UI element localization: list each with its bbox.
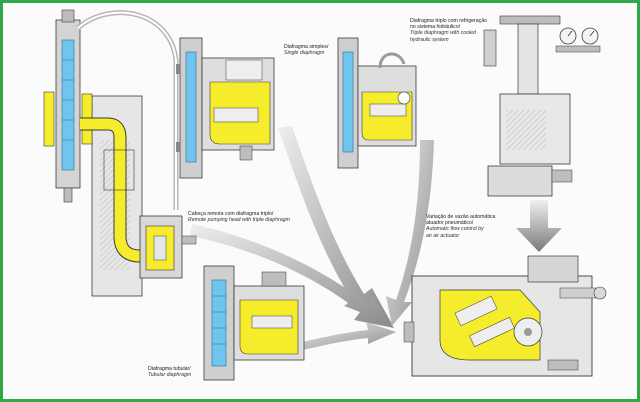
arrow-from-actuator [516,200,562,252]
triple-diaphragm-cooled-pump [337,37,417,169]
label-remote-pt: Cabeça remota com diafragma triplo/ [188,211,274,217]
label-triple-cooled: Diafragma triplo com refrigeração no sis… [410,18,487,43]
label-single-pt: Diafragma simples/ [284,44,329,50]
flow-arrows [190,126,562,352]
label-flow-pt2: atuador pneumático/ [426,220,474,227]
arrow-from-remote-head [190,224,394,328]
tubular-diaphragm-pump [203,265,305,381]
flow-control-mechanism [403,255,607,377]
label-tubular-diaphragm: Diafragma tubular/ Tubular diaphragm [148,366,191,378]
label-remote-head: Cabeça remota com diafragma triplo/ Remo… [188,211,290,223]
label-triple-cooled-pt2: no sistema hidráulico/ [410,24,461,31]
arrow-from-triple-cooled [386,140,434,326]
arrow-from-tubular [292,322,396,352]
label-single-diaphragm: Diafragma simples/ Single diaphragm [284,44,328,56]
label-flow-en2: an air actuator [426,232,460,239]
label-flow-pt1: Variação de vazão automática [426,214,496,220]
label-triple-cooled-en2: hydraulic system [410,36,449,43]
single-diaphragm-pump [176,37,275,179]
label-tubular-pt: Diafragma tubular/ [148,366,191,372]
arrow-from-single-diaphragm [278,126,392,324]
label-remote-en: Remote pumping head with triple diaphrag… [188,217,290,224]
air-actuator-assembly [483,15,601,197]
remote-pumping-head [43,9,197,297]
label-triple-cooled-en1: Triple diaphragm with cooled [410,30,476,37]
label-flow-en1: Automatic flow control by [426,226,484,233]
label-triple-cooled-pt1: Diafragma triplo com refrigeração [410,18,487,24]
label-single-en: Single diaphragm [284,50,325,57]
label-tubular-en: Tubular diaphragm [148,372,192,379]
label-flow-control: Variação de vazão automática atuador pne… [426,214,495,239]
